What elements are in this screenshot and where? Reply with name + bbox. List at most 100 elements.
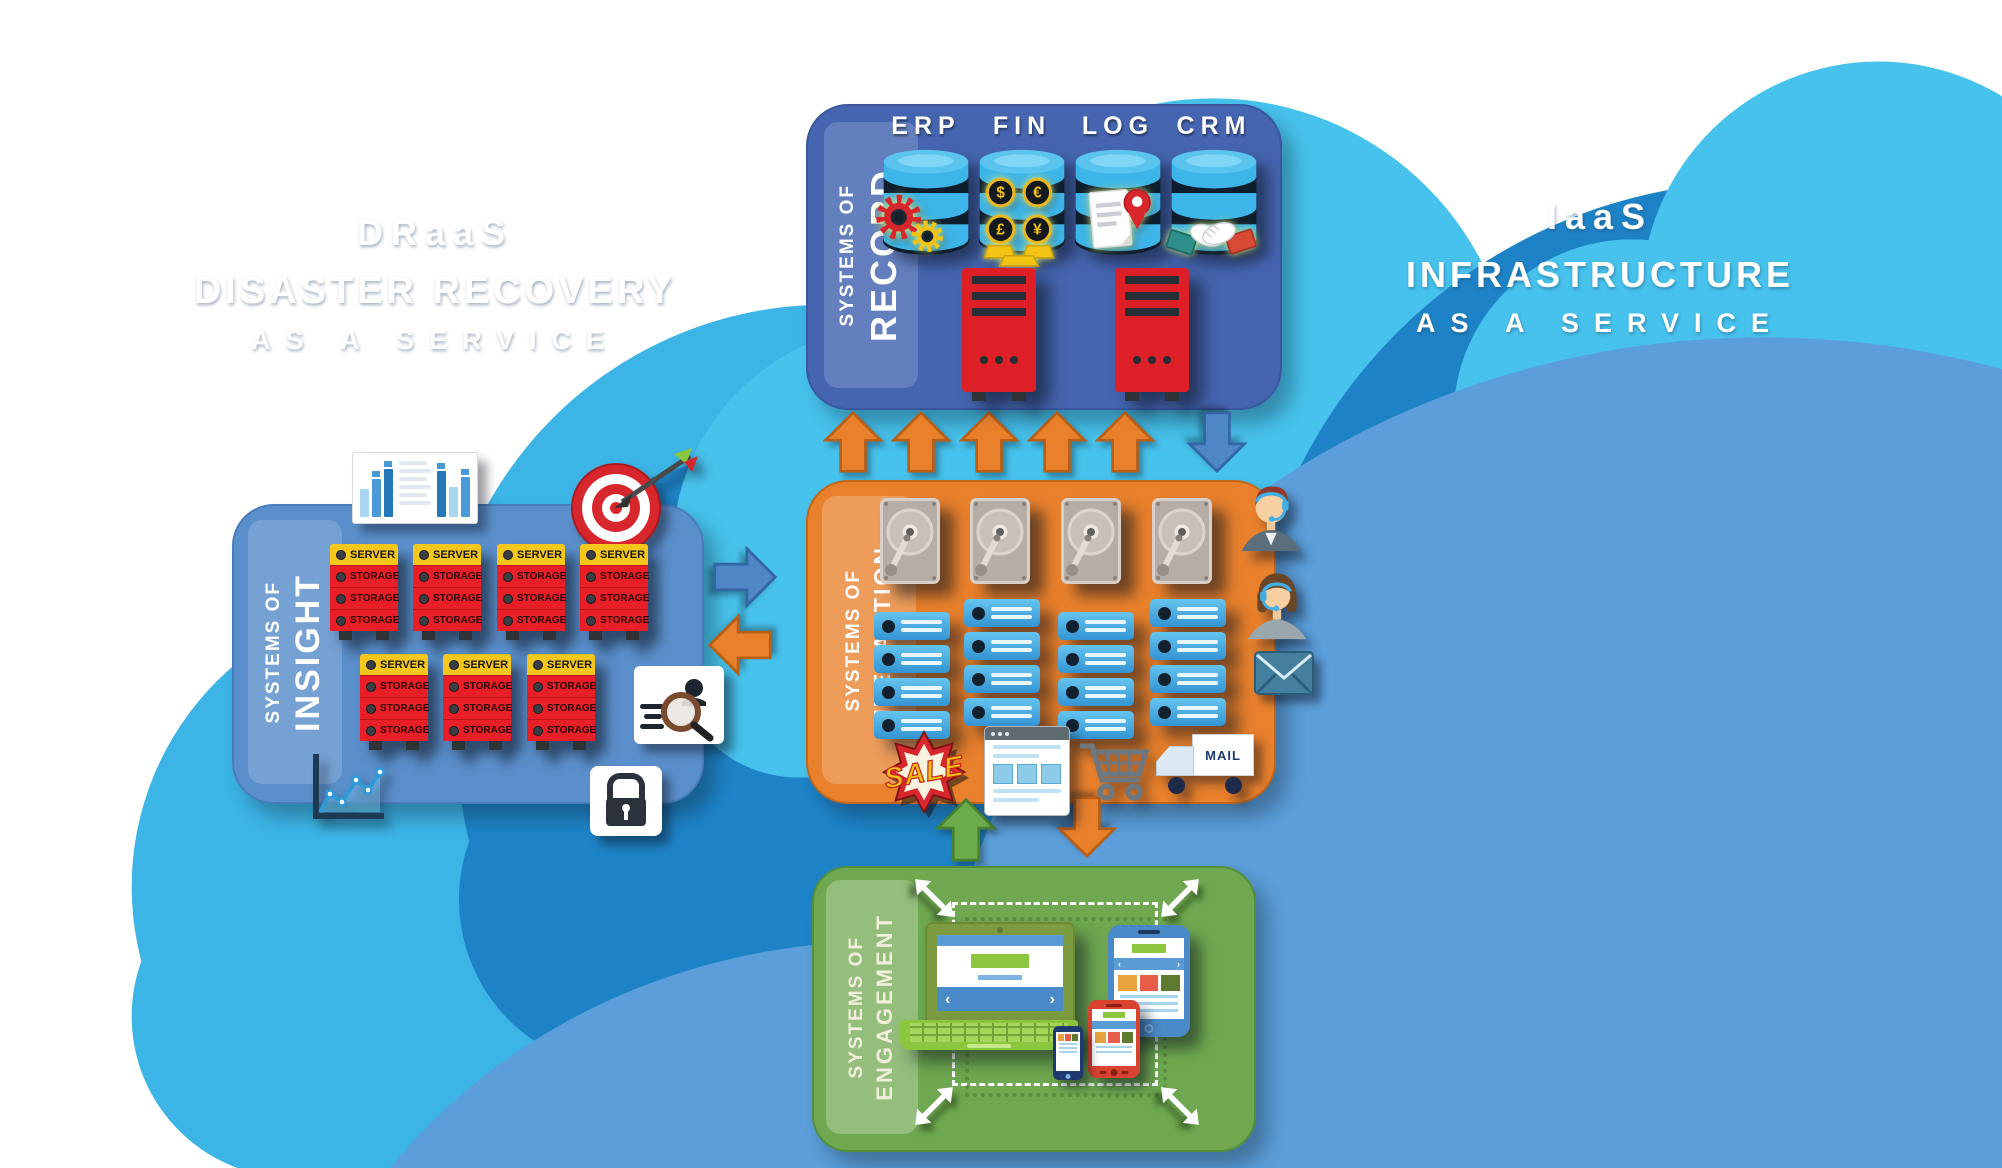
rack-server-header: SERVER xyxy=(413,544,481,565)
smartphone-icon xyxy=(1088,1000,1140,1078)
rack-storage-row: STORAGE xyxy=(413,587,482,609)
server-stack xyxy=(964,599,1040,731)
rack-storage-row: STORAGE xyxy=(360,675,429,697)
rack-storage-row: STORAGE xyxy=(580,587,649,609)
right-arrow-blue xyxy=(712,544,778,610)
record-server-tower xyxy=(962,268,1036,401)
status-led xyxy=(336,549,346,560)
rack-feet xyxy=(443,741,511,750)
draas-subtitle: AS A SERVICE xyxy=(250,325,620,355)
laptop-screen: ‹ › xyxy=(937,935,1063,1011)
screen-button xyxy=(971,954,1029,968)
draas-cloud-label: DRaaS DISASTER RECOVERY AS A SERVICE xyxy=(90,212,780,356)
rack-storage-row: STORAGE xyxy=(527,675,596,697)
rack-storage-row: STORAGE xyxy=(360,697,429,719)
rack-storage-row: STORAGE xyxy=(443,719,512,741)
rack-storage-row: STORAGE xyxy=(580,565,649,587)
server-storage-rack: SERVER STORAGE STORAGE STORAGE xyxy=(330,544,399,640)
rack-storage-row: STORAGE xyxy=(497,565,566,587)
truck-cargo-box: MAIL xyxy=(1192,734,1254,776)
chevron-left-icon: ‹ xyxy=(1118,959,1121,969)
sale-burst-icon: SALE xyxy=(881,729,970,819)
iaas-cloud-label: IaaS INFRASTRUCTURE AS A SERVICE xyxy=(1330,196,1870,339)
server-unit xyxy=(874,678,950,706)
support-agent-male-icon xyxy=(1241,486,1301,552)
draas-title: DISASTER RECOVERY xyxy=(193,270,677,312)
server-unit xyxy=(1150,632,1226,660)
screen-carousel: ‹ › xyxy=(937,987,1063,1011)
mail-truck-icon: MAIL xyxy=(1152,734,1254,796)
status-led xyxy=(366,659,376,670)
server-unit xyxy=(1058,711,1134,739)
rack-feet xyxy=(360,741,428,750)
truck-cab xyxy=(1156,746,1194,776)
rack-storage-row: STORAGE xyxy=(497,587,566,609)
content-lines xyxy=(1092,1046,1136,1053)
hard-drive-icon xyxy=(1152,498,1212,584)
phone-screen xyxy=(1056,1032,1080,1071)
status-led xyxy=(449,659,459,670)
server-unit xyxy=(1150,599,1226,627)
log-label: LOG xyxy=(1081,112,1155,140)
envelope-icon xyxy=(1254,651,1314,695)
lock-icon xyxy=(590,766,662,836)
phone-screen xyxy=(1092,1009,1136,1066)
svg-text:£: £ xyxy=(996,221,1005,238)
content-lines xyxy=(1056,1043,1080,1053)
support-agent-female-icon xyxy=(1247,573,1307,640)
chevron-right-icon: › xyxy=(1049,991,1055,1008)
expand-arrows-icon xyxy=(1158,1084,1202,1128)
server-unit xyxy=(1058,678,1134,706)
truck-wheel xyxy=(1168,777,1185,794)
server-led-dots xyxy=(962,356,1036,364)
systems-of-insight-label: SYSTEMS OF INSIGHT xyxy=(248,520,342,784)
erp-label: ERP xyxy=(891,112,961,140)
svg-text:€: € xyxy=(1033,185,1042,202)
laptop-keyboard xyxy=(900,1020,1078,1050)
down-arrow-blue xyxy=(1186,406,1248,478)
up-arrow-orange xyxy=(1094,408,1156,476)
rack-storage-row: STORAGE xyxy=(527,697,596,719)
screen-carousel: ‹ › xyxy=(1114,958,1184,970)
rack-storage-row: STORAGE xyxy=(360,719,429,741)
web-browser-icon xyxy=(984,726,1070,816)
systems-of-engagement-label: SYSTEMS OF ENGAGEMENT xyxy=(826,880,918,1134)
target-arrow-icon xyxy=(571,448,698,553)
server-unit xyxy=(874,711,950,739)
home-button xyxy=(1144,1024,1154,1033)
rack-feet xyxy=(527,741,595,750)
fin-database-column: FIN $ € £ ¥ xyxy=(974,112,1070,267)
chevron-left-icon: ‹ xyxy=(945,991,951,1008)
server-led-dots xyxy=(1115,356,1189,364)
expand-arrows-icon xyxy=(912,1084,956,1128)
server-unit xyxy=(964,599,1040,627)
rack-storage-row: STORAGE xyxy=(413,609,482,631)
expand-arrows-icon xyxy=(1158,876,1202,920)
rack-storage-row: STORAGE xyxy=(330,587,399,609)
server-storage-rack: SERVER STORAGE STORAGE STORAGE xyxy=(413,544,482,640)
rack-server-header: SERVER xyxy=(580,544,648,565)
rack-storage-row: STORAGE xyxy=(580,609,649,631)
screen-button xyxy=(1132,944,1166,953)
hard-drive-icon xyxy=(880,498,940,584)
rack-storage-row: STORAGE xyxy=(330,565,399,587)
content-tiles xyxy=(1095,1032,1133,1043)
svg-text:$: $ xyxy=(996,185,1005,202)
speaker-slot xyxy=(1138,930,1160,934)
browser-content-tiles xyxy=(993,764,1061,784)
draas-acronym: DRaaS xyxy=(356,212,514,253)
server-stack xyxy=(874,612,950,744)
rack-server-header: SERVER xyxy=(527,654,595,675)
content-tiles xyxy=(1058,1034,1078,1041)
server-unit xyxy=(964,632,1040,660)
speaker-slot xyxy=(1106,1004,1122,1007)
rack-server-header: SERVER xyxy=(497,544,565,565)
hard-drive-icon xyxy=(970,498,1030,584)
line-chart-icon xyxy=(313,754,385,819)
server-unit xyxy=(1058,612,1134,640)
crm-database-column: CRM xyxy=(1165,112,1262,264)
server-storage-rack: SERVER STORAGE STORAGE STORAGE xyxy=(360,654,429,750)
server-unit xyxy=(1150,665,1226,693)
server-unit xyxy=(964,665,1040,693)
